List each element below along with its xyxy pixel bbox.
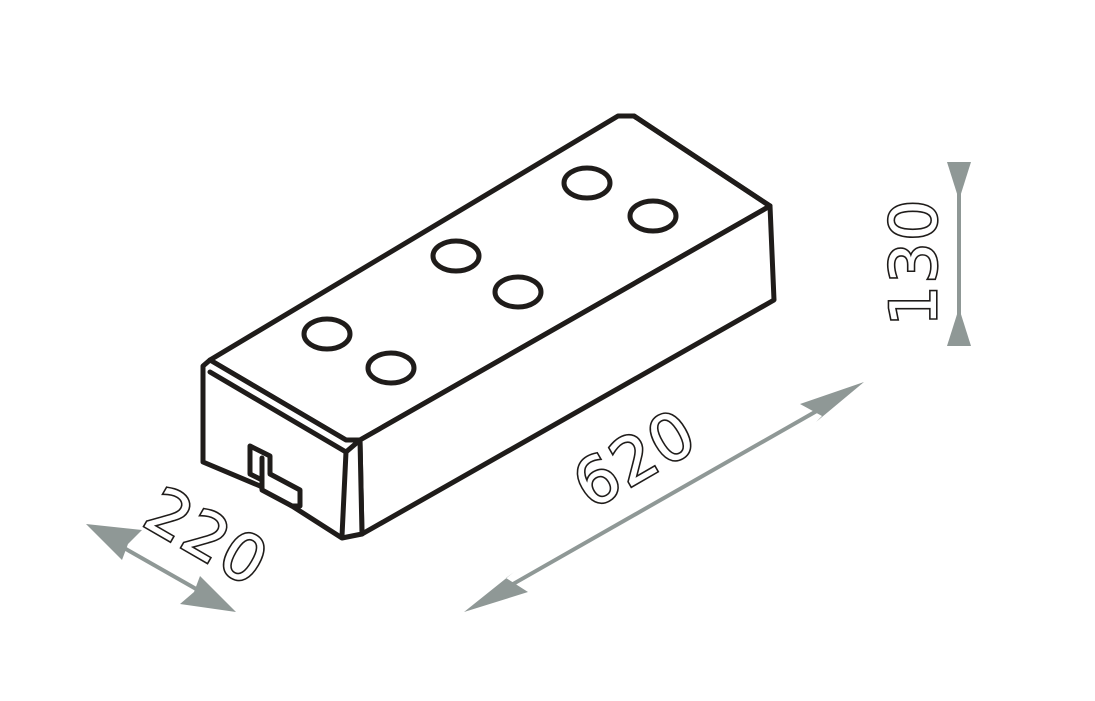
height-label: 130	[878, 198, 952, 326]
end-slot	[247, 443, 303, 509]
hole-3	[430, 238, 482, 274]
height-arrowhead-top	[947, 162, 971, 200]
chamfer-edge-back	[631, 113, 773, 209]
hole-2	[627, 198, 679, 234]
width-dimension: 220	[86, 472, 282, 612]
top-holes	[301, 165, 679, 386]
length-label: 620	[562, 396, 710, 524]
length-arrowhead-end	[800, 382, 864, 422]
length-arrowhead-start	[464, 572, 528, 612]
width-arrowhead-end	[180, 576, 236, 612]
chamfer-edge-corner	[339, 449, 349, 539]
hole-1	[561, 165, 613, 201]
block-end-face	[200, 357, 365, 541]
length-dimension-line	[491, 398, 837, 598]
concrete-block	[200, 113, 777, 541]
height-dimension: 130	[876, 162, 971, 346]
width-dimension-line	[109, 538, 213, 600]
width-arrowhead-start	[86, 524, 142, 560]
hole-6	[365, 350, 417, 386]
hole-5	[301, 316, 353, 352]
height-arrowhead-bottom	[947, 308, 971, 346]
hole-4	[492, 274, 544, 310]
